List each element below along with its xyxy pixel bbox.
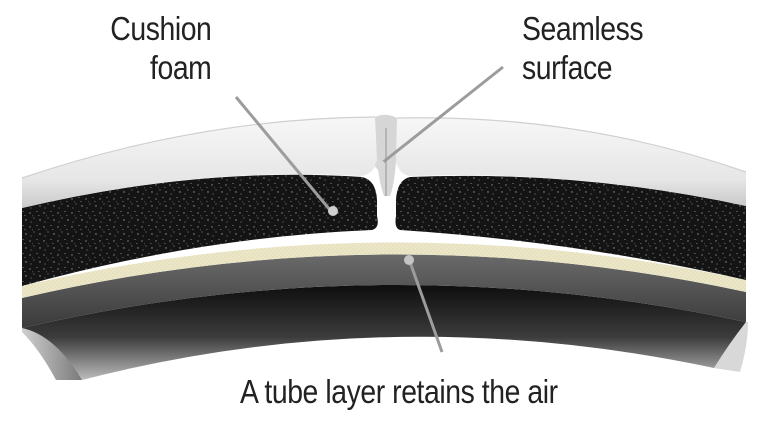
cushion-foam-label-line-1: Cushion: [101, 9, 211, 48]
tube-layer-label: A tube layer retains the air: [240, 372, 558, 411]
seamless-surface-label-line-2: surface: [522, 48, 643, 87]
seamless-surface-label: Seamless surface: [522, 9, 643, 87]
tube-layer-label-text: A tube layer retains the air: [240, 372, 558, 411]
leader-dot-seamless-surface: [375, 160, 385, 170]
cushion-foam-label-line-2: foam: [101, 48, 211, 87]
seamless-surface-label-line-1: Seamless: [522, 9, 643, 48]
cushion-foam-label: Cushion foam: [101, 9, 211, 87]
leader-dot-cushion-foam: [328, 206, 338, 216]
leader-dot-tube-layer: [404, 255, 414, 265]
